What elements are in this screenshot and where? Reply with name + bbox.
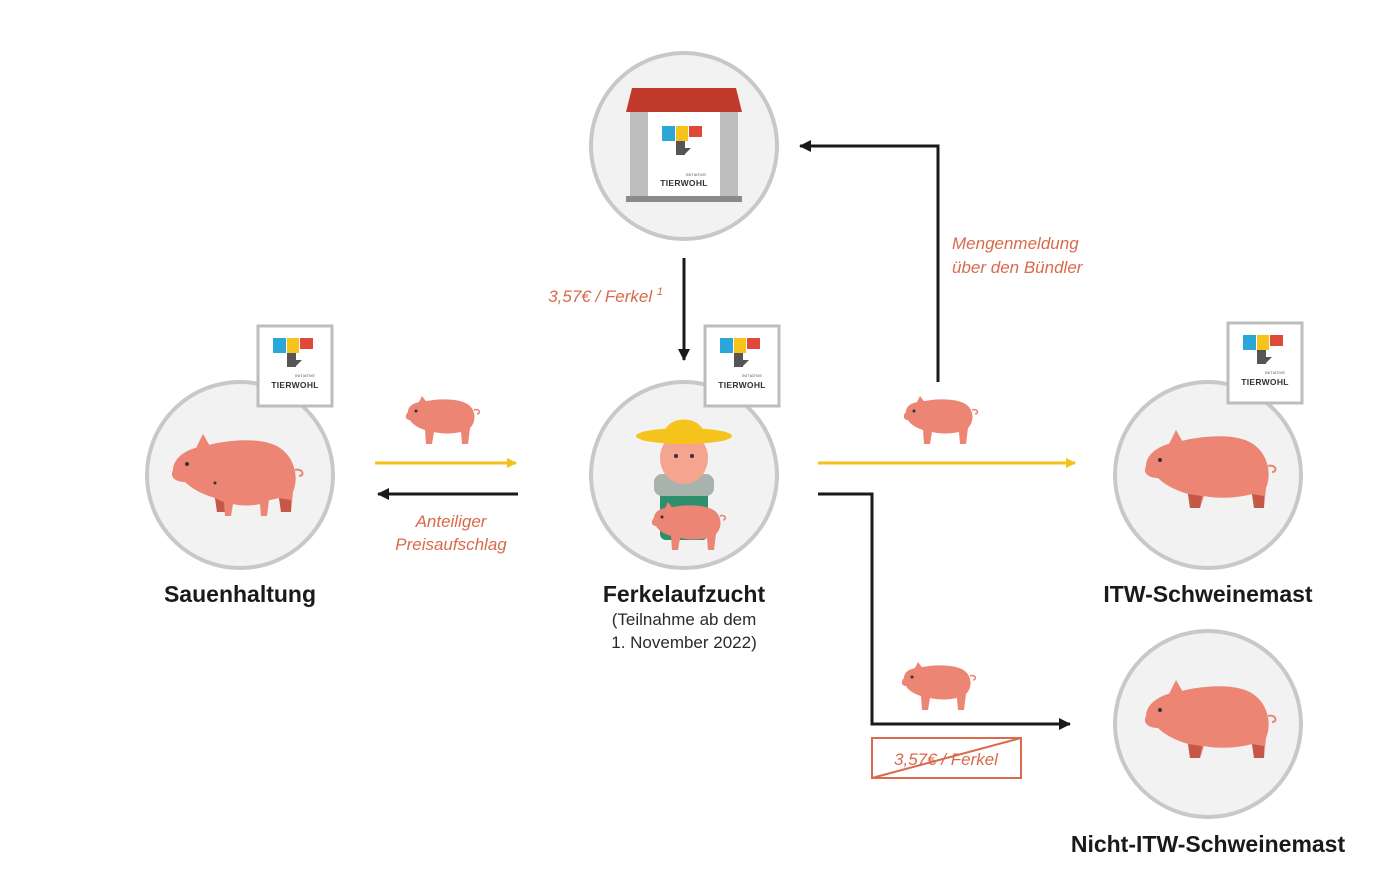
house-icon: INITIATIVE TIERWOHL xyxy=(626,88,742,202)
piglet-icon xyxy=(901,661,977,711)
node-title: Nicht-ITW-Schweinemast xyxy=(1071,831,1346,857)
tierwohl-logo-icon xyxy=(705,326,779,406)
crossed-payment-text: 3,57€ / Ferkel xyxy=(894,750,999,769)
node-subtitle-line2: 1. November 2022) xyxy=(611,633,757,652)
itw-house-node: INITIATIVE TIERWOHL xyxy=(589,51,779,241)
sow-node: Sauenhaltung xyxy=(145,326,335,607)
surcharge-label-line1: Anteiliger xyxy=(415,512,488,531)
strike-through-line xyxy=(871,737,1022,779)
arrow-sow-to-rearing xyxy=(375,395,517,468)
arrow-rearing-to-itw xyxy=(818,395,1076,468)
piglet-icon xyxy=(903,395,979,445)
crossed-payment-label: 3,57€ / Ferkel xyxy=(871,737,1022,779)
node-title: ITW-Schweinemast xyxy=(1103,581,1312,607)
report-label-line1: Mengenmeldung xyxy=(952,234,1079,253)
piglet-icon xyxy=(405,395,481,445)
svg-text:INITIATIVE: INITIATIVE xyxy=(686,172,706,177)
arrow-report-to-house xyxy=(799,140,940,382)
report-label-line2: über den Bündler xyxy=(952,258,1084,277)
node-title: Sauenhaltung xyxy=(164,581,316,607)
tierwohl-logo-icon xyxy=(258,326,332,406)
payment-label: 3,57€ / Ferkel 1 xyxy=(548,286,663,306)
farmer-icon xyxy=(636,419,732,551)
arrow-rearing-to-non-itw xyxy=(818,492,1071,730)
node-title: Ferkelaufzucht xyxy=(603,581,766,607)
non-itw-fattening-node: Nicht-ITW-Schweinemast xyxy=(1071,629,1346,857)
node-subtitle-line1: (Teilnahme ab dem xyxy=(612,610,757,629)
tierwohl-logo-icon xyxy=(1228,323,1302,403)
svg-text:TIERWOHL: TIERWOHL xyxy=(660,178,708,188)
piglet-rearing-node: Ferkelaufzucht (Teilnahme ab dem 1. Nove… xyxy=(589,326,779,652)
surcharge-label-line2: Preisaufschlag xyxy=(395,535,507,554)
crossed-payment-box xyxy=(871,737,1022,779)
itw-fattening-node: ITW-Schweinemast xyxy=(1103,323,1313,607)
